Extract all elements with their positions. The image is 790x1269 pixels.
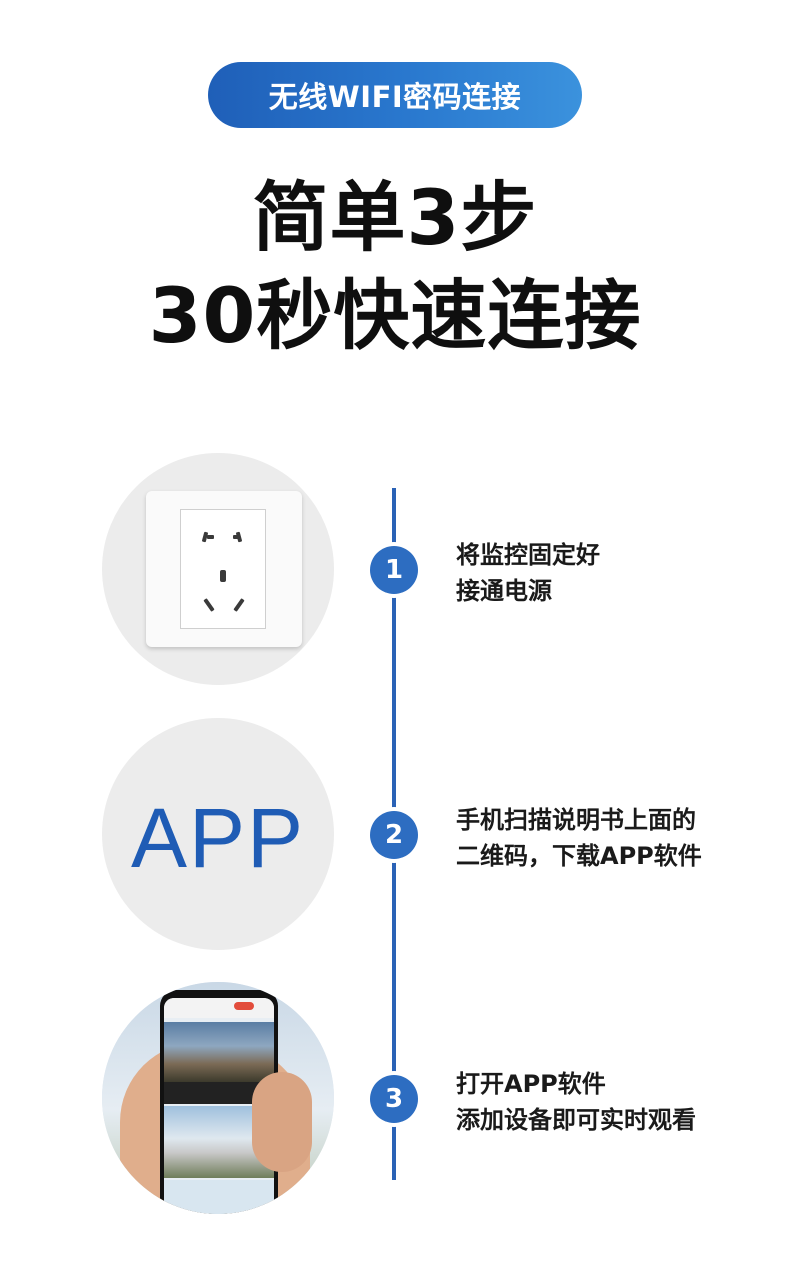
step-1-line-2: 接通电源 xyxy=(456,577,552,605)
headline-line-1: 简单3步 xyxy=(252,173,538,262)
step-3-line-2: 添加设备即可实时观看 xyxy=(456,1106,696,1134)
step-1-marker: 1 xyxy=(370,546,418,594)
app-label: APP xyxy=(130,791,306,885)
phone-illustration xyxy=(102,982,334,1214)
step-3-marker: 3 xyxy=(370,1075,418,1123)
step-2-line-2: 二维码，下载APP软件 xyxy=(456,842,702,870)
app-illustration: APP xyxy=(102,718,334,950)
socket-illustration xyxy=(102,453,334,685)
title-badge: 无线WIFI密码连接 xyxy=(208,62,582,128)
camera-feed-1 xyxy=(164,1022,274,1082)
step-2-line-1: 手机扫描说明书上面的 xyxy=(456,806,696,834)
thumb-image xyxy=(252,1072,312,1172)
control-panel xyxy=(164,1180,274,1214)
step-1-text: 将监控固定好 接通电源 xyxy=(456,537,600,609)
socket-face xyxy=(180,509,266,629)
headline-line-2: 30秒快速连接 xyxy=(148,271,642,360)
video-control-bar xyxy=(164,1082,274,1104)
phone-screen xyxy=(164,998,274,1214)
step-2-marker: 2 xyxy=(370,811,418,859)
record-indicator xyxy=(234,1002,254,1010)
step-3-line-1: 打开APP软件 xyxy=(456,1070,606,1098)
step-2-text: 手机扫描说明书上面的 二维码，下载APP软件 xyxy=(456,802,702,874)
step-3-text: 打开APP软件 添加设备即可实时观看 xyxy=(456,1066,696,1138)
app-top-bar xyxy=(164,998,274,1018)
step-1-line-1: 将监控固定好 xyxy=(456,541,600,569)
socket-plate xyxy=(146,491,302,647)
